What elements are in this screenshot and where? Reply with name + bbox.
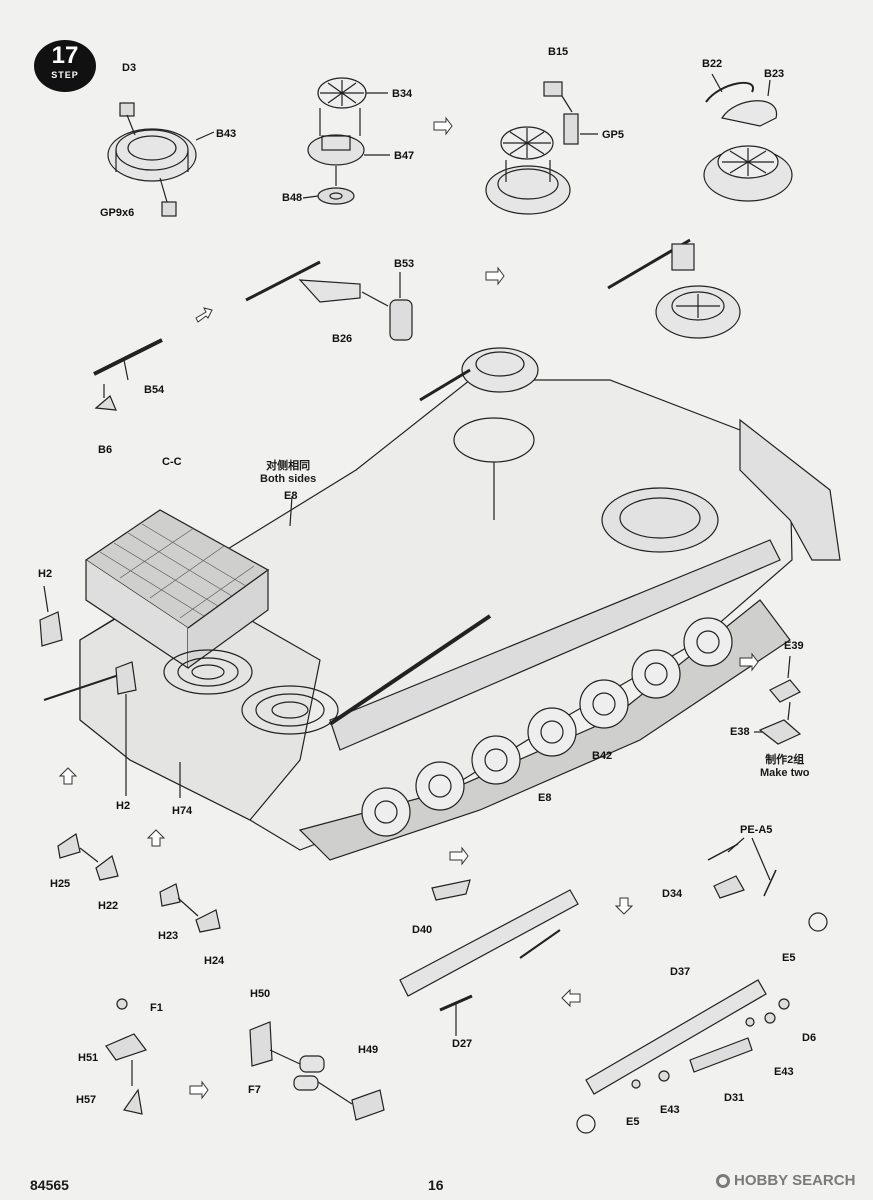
step-number: 17 [51,42,79,69]
part-label-e5-right: E5 [782,952,796,964]
note-both-sides-en: Both sides [260,473,317,485]
b43-ring-subassembly [107,102,215,217]
part-label-b53: B53 [394,258,415,270]
part-label-h74: H74 [172,805,193,817]
part-label-h50: H50 [250,988,271,1000]
part-label-b23: B23 [764,68,785,80]
part-label-b22: B22 [702,58,723,70]
part-label-e8-bottom: E8 [538,792,552,804]
h49-h50-f7-subassembly [249,1021,385,1121]
b54-b6-subassembly [93,338,163,411]
part-label-d3: D3 [122,62,137,74]
b15-gp5-subassembly [485,81,598,215]
part-label-h57: H57 [76,1094,97,1106]
b34-b47-b48-subassembly [302,77,390,205]
part-label-b43: B43 [216,128,237,140]
part-label-b54: B54 [144,384,165,396]
h51-h57-subassembly [105,998,147,1115]
e38-e39-subassembly [754,655,802,745]
part-label-e38: E38 [730,726,750,738]
part-label-h2-left: H2 [38,568,53,580]
part-label-h2-bottom: H2 [116,800,131,812]
part-label-h49: H49 [358,1044,379,1056]
part-label-h25: H25 [50,878,71,890]
d37-d31-subassembly [576,912,828,1134]
part-label-gp9x6: GP9x6 [100,207,135,219]
watermark-logo-icon [716,1173,730,1188]
part-label-gp5: GP5 [602,129,625,141]
part-label-h23: H23 [158,930,179,942]
part-label-e39: E39 [784,640,804,652]
product-code: 84565 [30,1177,69,1193]
part-label-h22: H22 [98,900,119,912]
note-make-two: 制作2组 Make two [760,754,810,780]
d40-d27-subassembly [399,879,579,1036]
note-both-sides-cn: 对侧相同 [266,460,311,472]
part-label-h24: H24 [204,955,225,967]
part-label-b47: B47 [394,150,415,162]
b22-b23-subassembly [703,73,793,202]
note-make-two-cn: 制作2组 [765,754,805,766]
part-label-d27: D27 [452,1038,473,1050]
part-label-f7: F7 [248,1084,261,1096]
part-label-d34: D34 [662,888,683,900]
part-label-b6: B6 [98,444,113,456]
d34-pe-a5-subassembly [707,837,777,899]
part-label-b26: B26 [332,333,353,345]
part-label-pe-a5: PE-A5 [740,824,773,836]
watermark-text: HOBBY SEARCH [734,1172,856,1189]
part-label-b42: B42 [592,750,613,762]
part-label-e8-top: E8 [284,490,298,502]
part-label-h51: H51 [78,1052,99,1064]
part-label-d37: D37 [670,966,691,978]
step-word: STEP [51,70,79,80]
cupola-mg-subassembly [607,238,741,339]
watermark: HOBBY SEARCH [716,1172,855,1189]
part-label-e43-bottom: E43 [660,1104,680,1116]
note-make-two-en: Make two [760,767,810,779]
part-label-f1: F1 [150,1002,163,1014]
part-label-b48: B48 [282,192,303,204]
page-number: 16 [428,1177,444,1193]
direction-arrows [58,116,759,1100]
part-label-c-c: C-C [162,456,182,468]
h22-h25-subassembly [57,833,221,933]
part-label-d40: D40 [412,924,433,936]
part-label-b15: B15 [548,46,569,58]
step-badge: 17 STEP [34,40,96,92]
part-label-e5-bottom: E5 [626,1116,640,1128]
tank-hull [39,347,841,861]
part-label-d31: D31 [724,1092,745,1104]
part-label-d6: D6 [802,1032,817,1044]
part-label-b34: B34 [392,88,413,100]
note-both-sides: 对侧相同 Both sides [260,460,316,486]
b26-b53-subassembly [245,260,413,341]
part-label-e43-right: E43 [774,1066,794,1078]
